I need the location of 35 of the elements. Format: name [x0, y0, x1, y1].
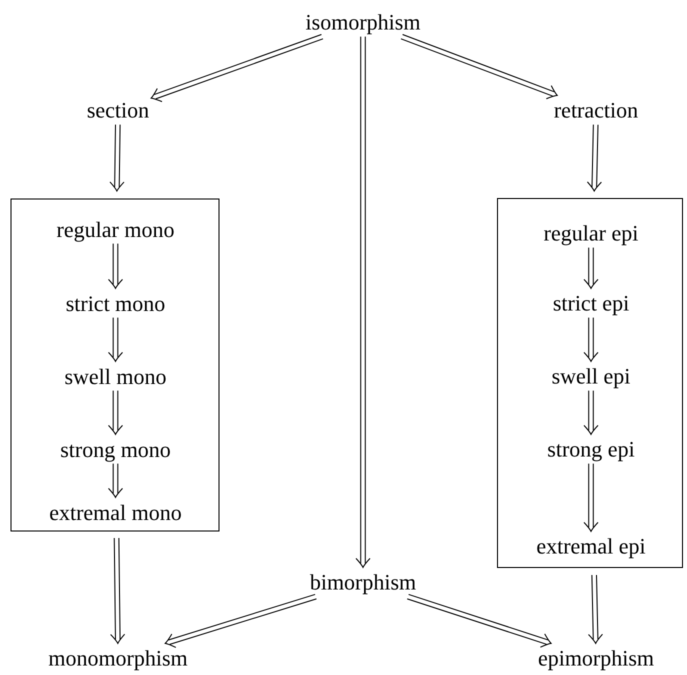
- double-arrow: [400, 34, 558, 100]
- double-arrow: [110, 537, 126, 644]
- term-label: swell epi: [552, 363, 630, 389]
- term-label: regular mono: [56, 216, 174, 242]
- group-frame: [10, 198, 219, 531]
- term-label: regular epi: [544, 220, 638, 246]
- double-arrow: [586, 124, 602, 192]
- double-arrow: [164, 594, 317, 648]
- double-arrow: [584, 463, 598, 532]
- double-arrow: [108, 390, 123, 435]
- double-arrow: [108, 243, 123, 289]
- term-label: isomorphism: [306, 9, 420, 35]
- group-frame: [497, 198, 683, 568]
- term-label: extremal epi: [536, 533, 646, 559]
- double-arrow: [584, 317, 598, 362]
- double-arrow: [108, 317, 123, 362]
- term-label: retraction: [554, 97, 638, 123]
- double-arrow: [109, 124, 124, 192]
- double-arrow: [356, 36, 370, 568]
- term-label: swell mono: [64, 363, 167, 389]
- term-label: bimorphism: [310, 569, 416, 595]
- double-arrow: [588, 574, 603, 644]
- term-label: monomorphism: [48, 645, 188, 671]
- term-label: extremal mono: [49, 499, 182, 525]
- term-label: strict mono: [66, 290, 166, 316]
- double-arrow: [108, 463, 123, 498]
- term-label: strong epi: [547, 436, 635, 462]
- term-label: strict epi: [552, 290, 630, 316]
- term-label: strong mono: [60, 436, 171, 462]
- term-label: epimorphism: [538, 645, 654, 671]
- term-label: section: [86, 97, 150, 123]
- double-arrow: [150, 34, 324, 102]
- double-arrow: [584, 390, 598, 435]
- double-arrow: [584, 247, 598, 289]
- double-arrow: [406, 594, 552, 648]
